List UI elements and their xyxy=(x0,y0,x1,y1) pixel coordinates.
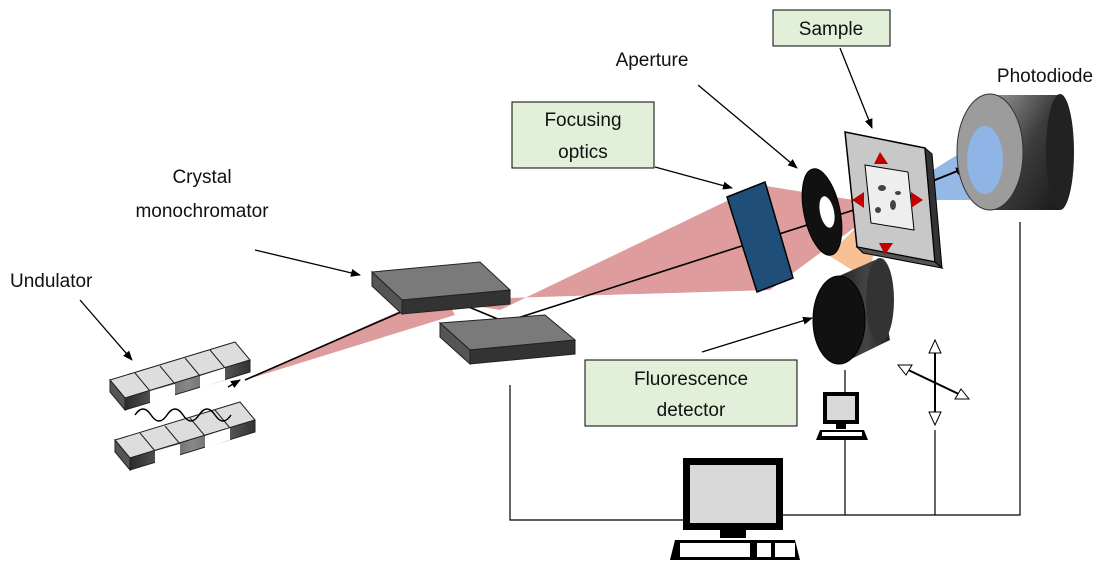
label-focusing: Focusing xyxy=(544,110,621,131)
fluorescence-detector xyxy=(812,258,894,365)
aperture-disk xyxy=(801,168,843,256)
photodiode xyxy=(956,93,1074,211)
wiring xyxy=(509,222,1021,521)
label-detector: detector xyxy=(657,400,726,421)
undulator xyxy=(109,341,256,472)
small-computer xyxy=(816,392,868,440)
label-sample: Sample xyxy=(799,19,863,40)
beam-axis xyxy=(244,199,886,381)
undulator-upper-magnets xyxy=(109,341,251,412)
label-optics: optics xyxy=(558,142,608,163)
move-arrow-left xyxy=(852,192,864,208)
label-box-fluorescence-detector: Fluorescence detector xyxy=(584,359,798,427)
label-box-focusing-optics: Focusing optics xyxy=(511,101,655,169)
translation-axes-icon xyxy=(896,338,971,427)
move-arrow-up xyxy=(874,152,888,164)
label-crystal: Crystal xyxy=(172,167,231,188)
label-photodiode: Photodiode xyxy=(997,66,1093,87)
main-computer xyxy=(670,458,800,560)
undulator-lower-magnets xyxy=(114,401,256,472)
sample-window xyxy=(864,164,915,231)
pointer-lines xyxy=(79,47,873,361)
label-box-sample: Sample xyxy=(772,9,891,47)
label-undulator: Undulator xyxy=(10,271,93,292)
move-arrow-right xyxy=(911,192,923,208)
electron-wiggle-path xyxy=(134,408,232,422)
crystal-monochromator xyxy=(370,261,577,366)
label-aperture: Aperture xyxy=(616,50,689,71)
label-fluorescence: Fluorescence xyxy=(634,369,748,390)
sample-stage xyxy=(844,131,944,270)
beam-mono-to-optics xyxy=(440,185,770,310)
move-arrow-down xyxy=(879,243,893,255)
label-monochromator: monochromator xyxy=(135,201,269,222)
focusing-optics-block xyxy=(726,181,794,293)
